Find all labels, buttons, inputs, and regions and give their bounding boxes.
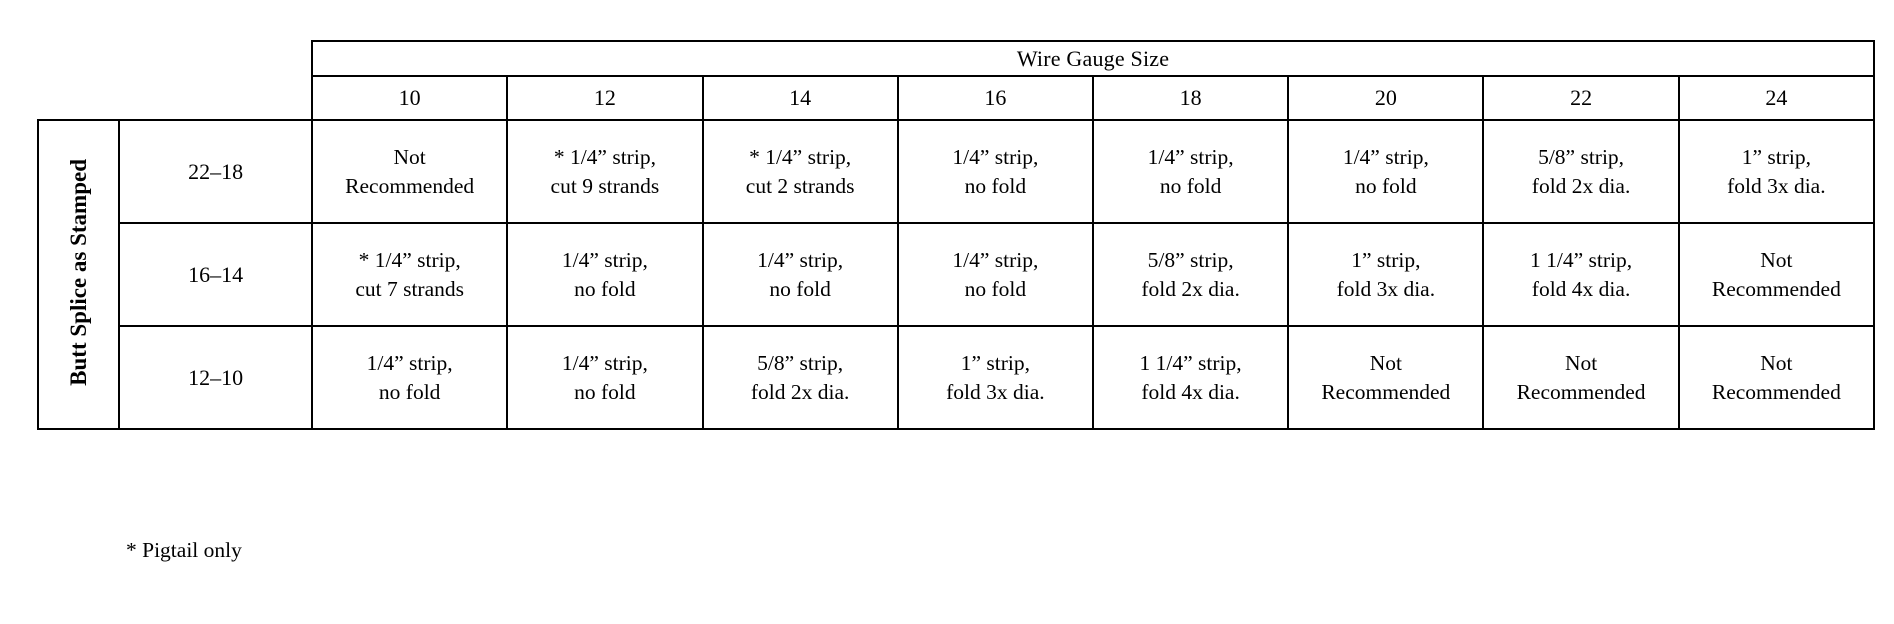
corner-blank-rowlabel bbox=[119, 41, 313, 76]
cell-line-1: Not bbox=[1760, 248, 1793, 273]
wire-gauge-table: Wire Gauge Size 10 12 14 16 18 20 22 24 … bbox=[36, 40, 1876, 430]
cell-line-2: no fold bbox=[964, 276, 1027, 301]
cell-line-2: fold 3x dia. bbox=[1336, 276, 1436, 301]
cell-line-1: Not bbox=[393, 145, 426, 170]
cell-line-2: Recommended bbox=[345, 173, 475, 198]
cell-22-18-gauge-14: * 1/4” strip, cut 2 strands bbox=[701, 119, 899, 224]
cell-22-18-gauge-20: 1/4” strip, no fold bbox=[1287, 119, 1485, 224]
cell-16-14-gauge-14: 1/4” strip, no fold bbox=[701, 222, 899, 327]
cell-line-2: Recommended bbox=[1711, 379, 1841, 404]
column-header-gauge-14: 14 bbox=[701, 75, 899, 121]
cell-22-18-gauge-12: * 1/4” strip, cut 9 strands bbox=[506, 119, 704, 224]
table-row: 16–14 * 1/4” strip, cut 7 strands 1/4” s… bbox=[38, 222, 1876, 327]
corner-blank-vertical bbox=[38, 41, 120, 76]
corner-blank-rowlabel-2 bbox=[119, 76, 313, 120]
header-row-group-title: Wire Gauge Size bbox=[38, 40, 1875, 77]
table-row: Butt Splice as Stamped 22–18 Not Recomme… bbox=[36, 119, 1876, 430]
cell-line-1: 1/4” strip, bbox=[757, 248, 844, 273]
header-row-gauge-numbers: 10 12 14 16 18 20 22 24 bbox=[38, 75, 1876, 121]
cell-12-10-gauge-16: 1” strip, fold 3x dia. bbox=[896, 325, 1094, 430]
cell-12-10-gauge-14: 5/8” strip, fold 2x dia. bbox=[701, 325, 899, 430]
cell-line-1: 1/4” strip, bbox=[1147, 145, 1234, 170]
row-header-12-10: 12–10 bbox=[118, 325, 314, 430]
cell-line-1: Not bbox=[1564, 351, 1598, 376]
cell-22-18-gauge-24: 1” strip, fold 3x dia. bbox=[1677, 119, 1876, 224]
cell-12-10-gauge-10: 1/4” strip, no fold bbox=[311, 325, 509, 430]
cell-line-1: 1” strip, bbox=[960, 351, 1030, 376]
footnote-pigtail-only: * Pigtail only bbox=[126, 538, 242, 562]
row-group-label-cell: Butt Splice as Stamped bbox=[36, 119, 121, 430]
cell-line-1: 1/4” strip, bbox=[952, 145, 1039, 170]
cell-22-18-gauge-18: 1/4” strip, no fold bbox=[1091, 119, 1290, 224]
column-header-gauge-10: 10 bbox=[311, 75, 509, 121]
cell-line-1: 1/4” strip, bbox=[952, 248, 1039, 273]
cell-line-2: no fold bbox=[1159, 173, 1222, 198]
cell-line-1: 1 1/4” strip, bbox=[1139, 351, 1242, 376]
cell-22-18-gauge-16: 1/4” strip, no fold bbox=[896, 119, 1094, 224]
cell-line-2: no fold bbox=[574, 276, 636, 301]
column-header-gauge-24: 24 bbox=[1677, 75, 1876, 121]
cell-line-1: * 1/4” strip, bbox=[749, 145, 852, 170]
cell-line-2: fold 2x dia. bbox=[1141, 276, 1240, 301]
cell-line-1: 1” strip, bbox=[1351, 248, 1421, 273]
cell-line-2: no fold bbox=[1355, 173, 1417, 198]
cell-12-10-gauge-20: Not Recommended bbox=[1287, 325, 1485, 430]
cell-line-1: 5/8” strip, bbox=[1147, 248, 1234, 273]
row-header-22-18: 22–18 bbox=[118, 119, 314, 224]
cell-line-1: 1/4” strip, bbox=[561, 248, 648, 273]
column-header-gauge-16: 16 bbox=[896, 75, 1094, 121]
cell-16-14-gauge-10: * 1/4” strip, cut 7 strands bbox=[311, 222, 509, 327]
cell-line-2: fold 2x dia. bbox=[1531, 173, 1631, 198]
cell-line-2: Recommended bbox=[1321, 379, 1451, 404]
cell-line-1: 1” strip, bbox=[1741, 145, 1811, 170]
cell-line-2: fold 3x dia. bbox=[946, 379, 1045, 404]
cell-16-14-gauge-22: 1 1/4” strip, fold 4x dia. bbox=[1482, 222, 1680, 327]
column-header-gauge-18: 18 bbox=[1091, 75, 1290, 121]
cell-line-1: * 1/4” strip, bbox=[358, 248, 461, 273]
cell-line-2: cut 9 strands bbox=[550, 173, 660, 198]
cell-line-2: fold 4x dia. bbox=[1531, 276, 1631, 301]
cell-line-2: no fold bbox=[378, 379, 441, 404]
row-group-label-text: Butt Splice as Stamped bbox=[66, 158, 92, 386]
row-header-16-14: 16–14 bbox=[118, 222, 314, 327]
table-body: Butt Splice as Stamped 22–18 Not Recomme… bbox=[36, 119, 1876, 430]
cell-line-1: 1/4” strip, bbox=[366, 351, 453, 376]
column-group-header: Wire Gauge Size bbox=[311, 40, 1875, 77]
column-header-gauge-22: 22 bbox=[1482, 75, 1680, 121]
cell-22-18-gauge-22: 5/8” strip, fold 2x dia. bbox=[1482, 119, 1680, 224]
cell-line-2: fold 3x dia. bbox=[1727, 173, 1826, 198]
cell-line-2: Recommended bbox=[1711, 276, 1841, 301]
cell-16-14-gauge-16: 1/4” strip, no fold bbox=[896, 222, 1094, 327]
cell-line-1: 1/4” strip, bbox=[561, 351, 648, 376]
cell-line-2: no fold bbox=[769, 276, 831, 301]
cell-16-14-gauge-12: 1/4” strip, no fold bbox=[506, 222, 704, 327]
cell-line-2: fold 2x dia. bbox=[750, 379, 850, 404]
table-row: 12–10 1/4” strip, no fold 1/4” strip, no… bbox=[38, 325, 1876, 430]
cell-line-2: cut 7 strands bbox=[355, 276, 464, 301]
cell-12-10-gauge-24: Not Recommended bbox=[1677, 325, 1876, 430]
cell-line-1: Not bbox=[1760, 351, 1793, 376]
cell-12-10-gauge-22: Not Recommended bbox=[1482, 325, 1680, 430]
cell-12-10-gauge-18: 1 1/4” strip, fold 4x dia. bbox=[1091, 325, 1290, 430]
cell-12-10-gauge-12: 1/4” strip, no fold bbox=[506, 325, 704, 430]
column-header-gauge-20: 20 bbox=[1287, 75, 1485, 121]
table-header: Wire Gauge Size 10 12 14 16 18 20 22 24 bbox=[38, 40, 1876, 121]
cell-line-1: 5/8” strip, bbox=[1538, 145, 1625, 170]
cell-line-2: cut 2 strands bbox=[745, 173, 855, 198]
cell-16-14-gauge-24: Not Recommended bbox=[1677, 222, 1876, 327]
cell-line-1: 1 1/4” strip, bbox=[1530, 248, 1633, 273]
cell-line-1: Not bbox=[1369, 351, 1402, 376]
cell-line-1: 1/4” strip, bbox=[1342, 145, 1429, 170]
cell-16-14-gauge-20: 1” strip, fold 3x dia. bbox=[1287, 222, 1485, 327]
cell-line-1: * 1/4” strip, bbox=[553, 145, 656, 170]
cell-line-2: no fold bbox=[574, 379, 636, 404]
cell-line-1: 5/8” strip, bbox=[757, 351, 844, 376]
cell-line-2: Recommended bbox=[1516, 379, 1646, 404]
cell-line-2: no fold bbox=[964, 173, 1027, 198]
column-header-gauge-12: 12 bbox=[506, 75, 704, 121]
cell-line-2: fold 4x dia. bbox=[1141, 379, 1240, 404]
corner-blank-vertical-2 bbox=[38, 76, 120, 120]
cell-16-14-gauge-18: 5/8” strip, fold 2x dia. bbox=[1091, 222, 1290, 327]
cell-22-18-gauge-10: Not Recommended bbox=[311, 119, 509, 224]
